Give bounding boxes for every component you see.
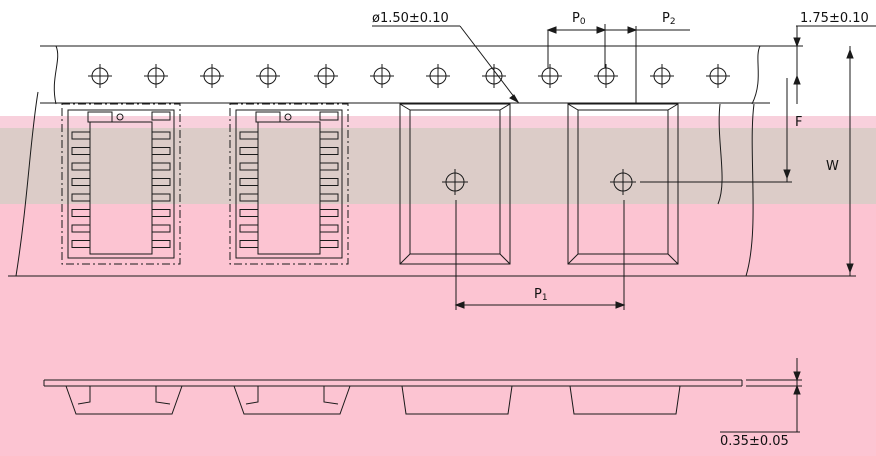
hole-diameter-label: ø1.50±0.10 [372, 11, 449, 26]
band-bottom [0, 204, 876, 456]
pitch-p1-label: P1 [534, 287, 548, 303]
band-top [0, 128, 876, 204]
sprocket-holes [88, 64, 730, 88]
sprocket-hole [314, 64, 338, 88]
sprocket-hole [482, 64, 506, 88]
loaded-pocket [61, 103, 181, 265]
pitch-p2-label: P2 [662, 11, 676, 27]
sprocket-hole [426, 64, 450, 88]
pitch-p0-label: P0 [572, 11, 586, 27]
sprocket-hole [538, 64, 562, 88]
dim-w-label: W [826, 159, 839, 174]
band-stripe [0, 116, 876, 128]
loaded-pocket [229, 103, 349, 265]
sprocket-hole [650, 64, 674, 88]
section-pocket-loaded [65, 385, 183, 415]
sprocket-hole [88, 64, 112, 88]
sprocket-hole [256, 64, 280, 88]
sprocket-hole [594, 64, 618, 88]
tape-outline [8, 45, 770, 277]
sprocket-hole [200, 64, 224, 88]
cavities [61, 103, 679, 265]
section-pocket-empty [401, 385, 513, 415]
dim-f-label: F [795, 115, 802, 130]
dimensions [372, 24, 876, 433]
sprocket-hole [706, 64, 730, 88]
section-view [43, 379, 743, 415]
section-pocket-loaded [233, 385, 351, 415]
empty-pocket [399, 103, 511, 265]
sprocket-hole [370, 64, 394, 88]
thickness-label: 0.35±0.05 [720, 434, 789, 449]
section-pocket-empty [569, 385, 681, 415]
edge-distance-label: 1.75±0.10 [800, 11, 869, 26]
sprocket-hole [144, 64, 168, 88]
